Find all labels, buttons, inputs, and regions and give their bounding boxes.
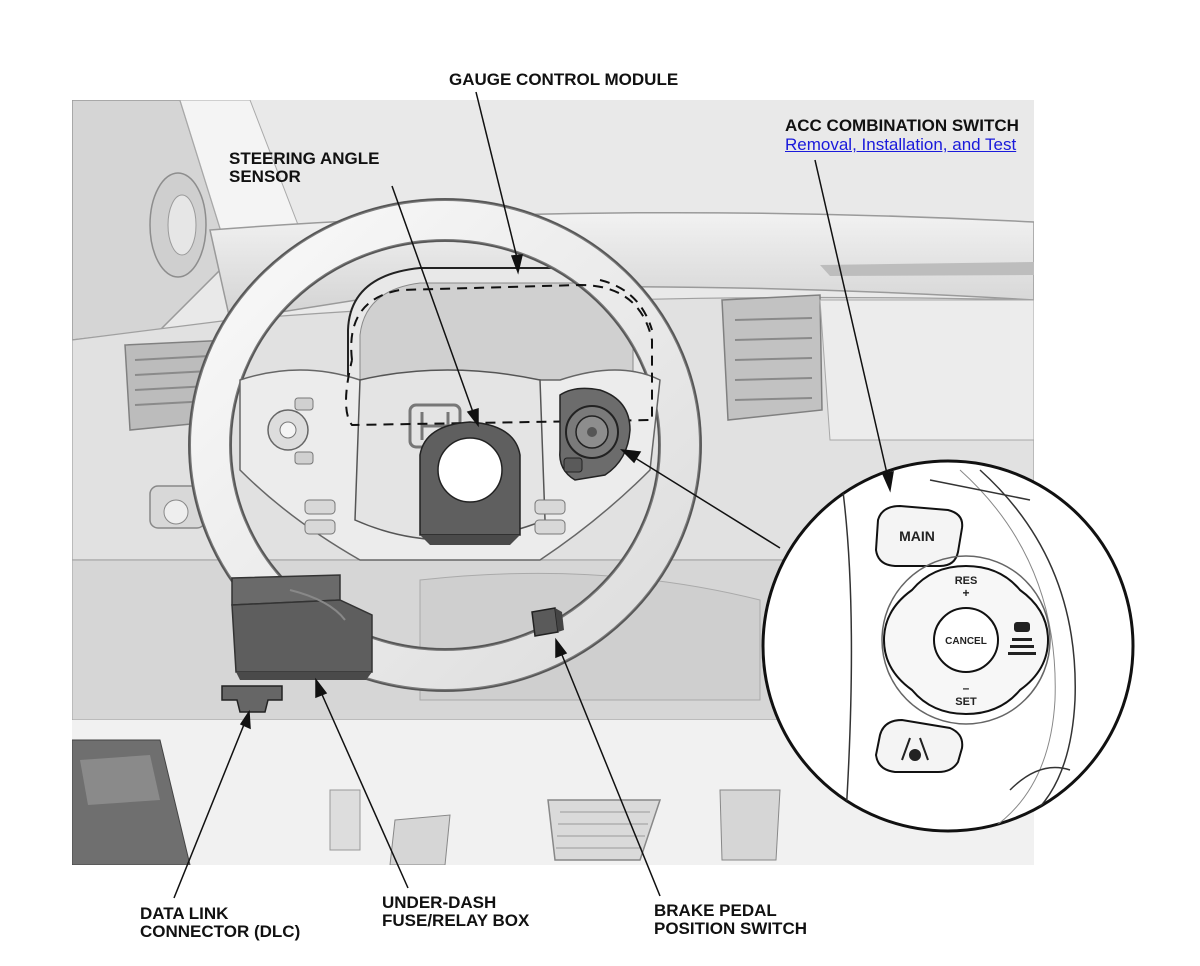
minus-label: – [963,681,970,695]
switch-labels: MAIN RES + CANCEL – SET [899,528,987,708]
acc-switch-on-wheel [559,387,631,481]
steering-angle-sensor-line-2: SENSOR [229,167,301,186]
following-distance-icon [1008,622,1036,655]
acc-removal-link[interactable]: Removal, Installation, and Test [785,135,1017,154]
leader-lines [173,91,894,899]
data-link-connector-line-1: DATA LINK [140,904,229,923]
acc-combination-switch-text: ACC COMBINATION SWITCH [785,116,1019,135]
set-label: SET [955,696,977,708]
steering-angle-sensor-label: STEERING ANGLE SENSOR [229,150,380,186]
brake-pedal-switch-label: BRAKE PEDAL POSITION SWITCH [654,902,807,938]
acc-switch-detail [761,459,1135,833]
cancel-button [933,607,999,673]
steering-angle-sensor-line-1: STEERING ANGLE [229,149,380,168]
under-dash-fuse-box-line-1: UNDER-DASH [382,893,497,912]
brake-pedal-switch-line-1: BRAKE PEDAL [654,901,777,920]
lane-keep-icon [901,737,929,761]
main-label: MAIN [899,528,935,544]
plus-label: + [962,586,969,600]
under-dash-fuse-box [231,574,373,680]
brake-pedal-switch [531,607,564,637]
data-link-connector [221,685,283,713]
gauge-module-outline [345,283,653,427]
under-dash-fuse-box-line-2: FUSE/RELAY BOX [382,911,530,930]
data-link-connector-line-2: CONNECTOR (DLC) [140,922,301,941]
under-dash-fuse-box-label: UNDER-DASH FUSE/RELAY BOX [382,894,529,930]
gauge-module-outline-top [599,279,653,331]
steering-angle-sensor [419,421,521,545]
main-button [874,504,964,567]
cancel-label: CANCEL [945,636,987,647]
brake-pedal-switch-line-2: POSITION SWITCH [654,919,807,938]
data-link-connector-label: DATA LINK CONNECTOR (DLC) [140,905,300,941]
gauge-control-module-text: GAUGE CONTROL MODULE [449,70,679,89]
steering-wheel [188,198,702,692]
acc-combination-switch-label: ACC COMBINATION SWITCH [785,117,1019,135]
gauge-control-module-label: GAUGE CONTROL MODULE [449,71,678,89]
res-label: RES [955,575,978,587]
lane-keep-button [874,718,964,773]
